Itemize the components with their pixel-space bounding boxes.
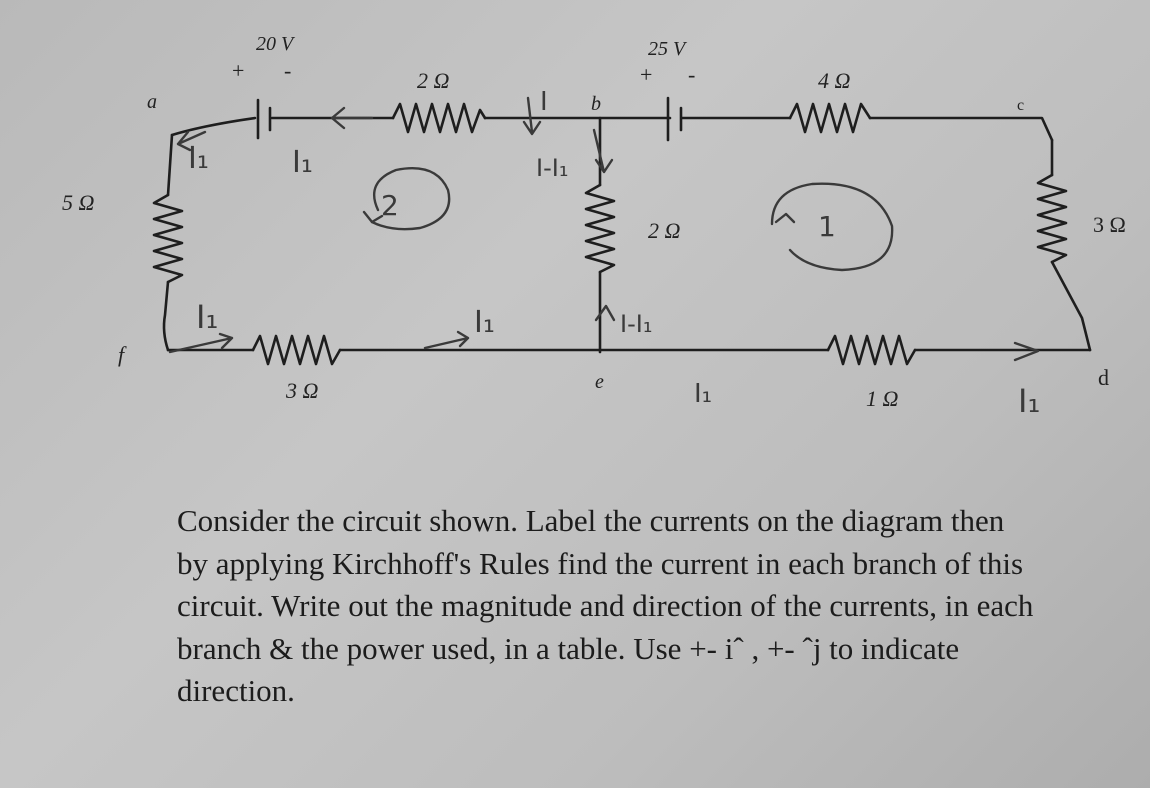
resistor-5ohm [152, 193, 184, 284]
current-label-i1-bottom-left: I₁ [196, 298, 218, 336]
loop-label-1: 1 [818, 210, 836, 243]
right-wire-bottom [1050, 260, 1092, 352]
left-wire-bottom [162, 280, 170, 352]
current-arrow-bottom-mid [423, 330, 470, 350]
current-arrow-top-left [330, 106, 374, 130]
resistor-2ohm-top [391, 102, 487, 134]
node-f-label: f [118, 342, 127, 367]
circuit-diagram: 20 V + - 25 V + - 2 Ω 4 Ω 5 Ω 2 Ω 3 Ω 3 … [62, 33, 1126, 420]
resistor-1ohm [826, 334, 917, 366]
left-wire-top [166, 133, 174, 197]
node-e-label: e [595, 371, 604, 393]
current-arrow-left-wire [176, 130, 207, 152]
resistor-3ohm-right [1036, 173, 1068, 264]
current-arrow-bottom-left [168, 332, 234, 354]
current-label-i1-bottom: I₁ [694, 379, 712, 409]
resistor-2ohm-mid-label: 2 Ω [648, 218, 681, 243]
question-text: Consider the circuit shown. Label the cu… [177, 503, 1034, 708]
battery-20v [256, 98, 272, 140]
node-b-label: b [591, 93, 601, 115]
node-a-label: a [147, 91, 157, 113]
resistor-3ohm-bottom [251, 334, 342, 366]
top-wire-to-c [868, 116, 1054, 142]
resistor-2ohm-top-label: 2 Ω [417, 68, 450, 93]
current-label-i-near-b: I [540, 87, 548, 117]
current-arrow-middle-top [592, 128, 614, 174]
loop-arrow-1 [770, 182, 894, 272]
resistor-3ohm-right-label: 3 Ω [1093, 212, 1126, 237]
node-d-label: d [1098, 365, 1109, 390]
current-label-i1-left: I₁ [188, 141, 209, 176]
current-arrow-middle-bottom [594, 304, 616, 322]
current-arrow-bottom-right [1013, 341, 1040, 362]
current-label-i-minus-i1-bottom: I-I₁ [620, 310, 652, 338]
resistor-5ohm-label: 5 Ω [62, 190, 95, 215]
resistor-4ohm-label: 4 Ω [818, 68, 851, 93]
current-label-i1-top: I₁ [292, 145, 313, 180]
loop-arrow-2 [362, 167, 451, 231]
resistor-2ohm-mid [584, 183, 616, 274]
resistor-4ohm [788, 102, 872, 134]
battery-25v-label: 25 V [648, 38, 688, 60]
battery-25v-plus: + [640, 62, 652, 87]
current-label-i-minus-i1-top: I-I₁ [536, 154, 568, 182]
resistor-3ohm-bottom-label: 3 Ω [285, 378, 319, 403]
battery-20v-plus: + [232, 58, 244, 83]
battery-25v [666, 96, 683, 142]
current-label-i1-right: I₁ [1018, 382, 1040, 420]
battery-20v-label: 20 V [256, 33, 296, 55]
current-label-i1-bottom-mid: I₁ [474, 305, 495, 340]
battery-20v-minus: - [284, 58, 291, 83]
battery-25v-minus: - [688, 62, 695, 87]
top-wire-left [170, 116, 257, 137]
current-arrow-near-b [522, 96, 542, 136]
loop-label-2: 2 [381, 189, 399, 222]
resistor-1ohm-label: 1 Ω [866, 386, 899, 411]
node-c-label: c [1017, 97, 1024, 114]
